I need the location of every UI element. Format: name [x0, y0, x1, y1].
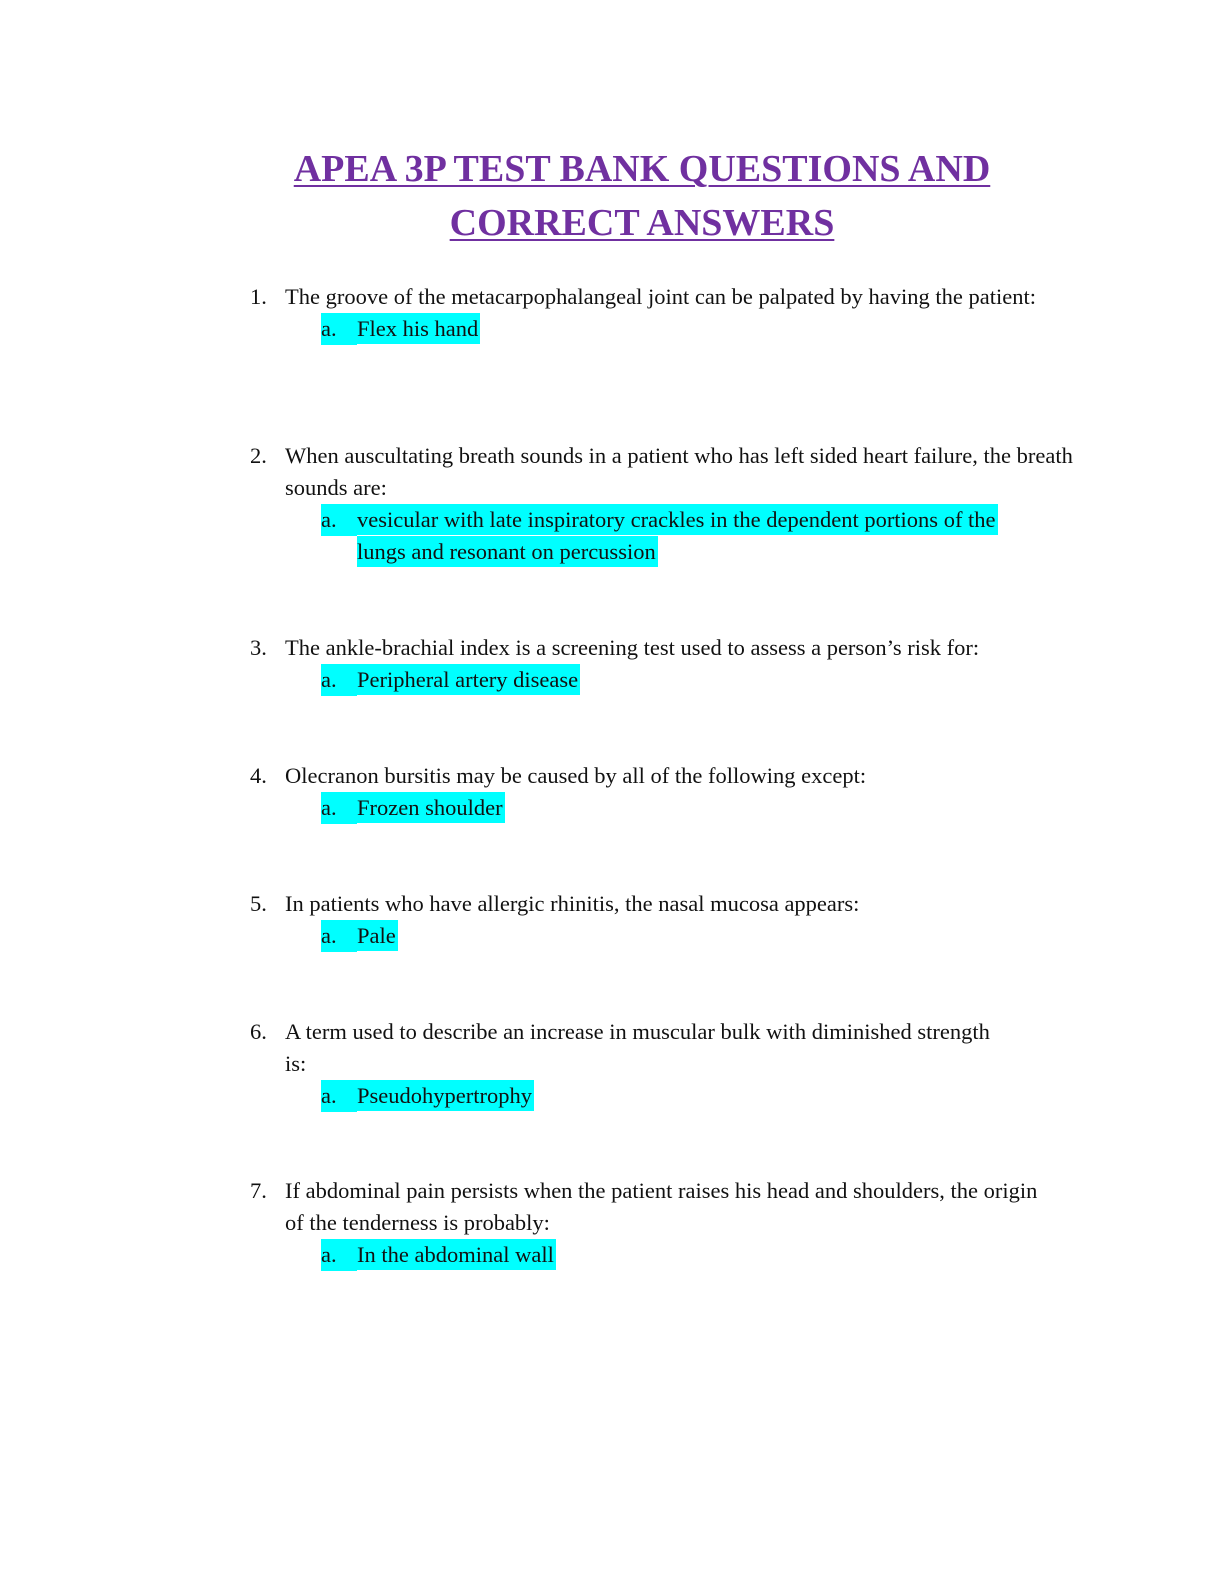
answer-letter: a.: [321, 1080, 357, 1112]
answer-text: Frozen shoulder: [357, 795, 503, 820]
question-4: 4. Olecranon bursitis may be caused by a…: [250, 760, 1080, 824]
question-text: If abdominal pain persists when the pati…: [285, 1178, 1038, 1235]
question-text: The groove of the metacarpophalangeal jo…: [285, 284, 1036, 309]
question-text: In patients who have allergic rhinitis, …: [285, 891, 860, 916]
question-number: 7.: [250, 1178, 267, 1203]
question-number: 3.: [250, 635, 267, 660]
question-6: 6. A term used to describe an increase i…: [250, 1016, 1080, 1112]
answer-letter: a.: [321, 792, 357, 824]
answer: a.Pale: [321, 920, 1080, 952]
answer-text: Pseudohypertrophy: [357, 1083, 532, 1108]
question-number: 5.: [250, 891, 267, 916]
question-number: 6.: [250, 1019, 267, 1044]
question-5: 5. In patients who have allergic rhiniti…: [250, 888, 1080, 952]
title-line-1: APEA 3P TEST BANK QUESTIONS AND: [293, 148, 991, 190]
answer: a.Frozen shoulder: [321, 792, 1080, 824]
answer-text: Pale: [357, 923, 396, 948]
answer-letter: a.: [321, 313, 357, 345]
question-text: The ankle-brachial index is a screening …: [285, 635, 980, 660]
answer-text: vesicular with late inspiratory crackles…: [357, 504, 998, 567]
question-3: 3. The ankle-brachial index is a screeni…: [250, 632, 1080, 696]
answer-letter: a.: [321, 504, 357, 536]
document-title: APEA 3P TEST BANK QUESTIONS AND CORRECT …: [0, 142, 1224, 250]
answer-text: Flex his hand: [357, 316, 479, 341]
answer: a.Pseudohypertrophy: [321, 1080, 1080, 1112]
answer: a.Flex his hand: [321, 313, 1080, 345]
question-number: 4.: [250, 763, 267, 788]
question-text: A term used to describe an increase in m…: [285, 1019, 990, 1076]
answer: a.In the abdominal wall: [321, 1239, 1080, 1271]
answer-letter: a.: [321, 920, 357, 952]
question-text: When auscultating breath sounds in a pat…: [285, 443, 1073, 500]
question-number: 1.: [250, 284, 267, 309]
title-line-2: CORRECT ANSWERS: [449, 202, 835, 244]
answer-letter: a.: [321, 664, 357, 696]
question-text: Olecranon bursitis may be caused by all …: [285, 763, 867, 788]
question-1: 1. The groove of the metacarpophalangeal…: [250, 281, 1080, 345]
answer-text: In the abdominal wall: [357, 1242, 554, 1267]
answer: a.Peripheral artery disease: [321, 664, 1080, 696]
answer: a.vesicular with late inspiratory crackl…: [321, 504, 1047, 568]
answer-letter: a.: [321, 1239, 357, 1271]
question-number: 2.: [250, 443, 267, 468]
question-7: 7. If abdominal pain persists when the p…: [250, 1175, 1080, 1271]
answer-text: Peripheral artery disease: [357, 667, 579, 692]
question-2: 2. When auscultating breath sounds in a …: [250, 440, 1080, 568]
